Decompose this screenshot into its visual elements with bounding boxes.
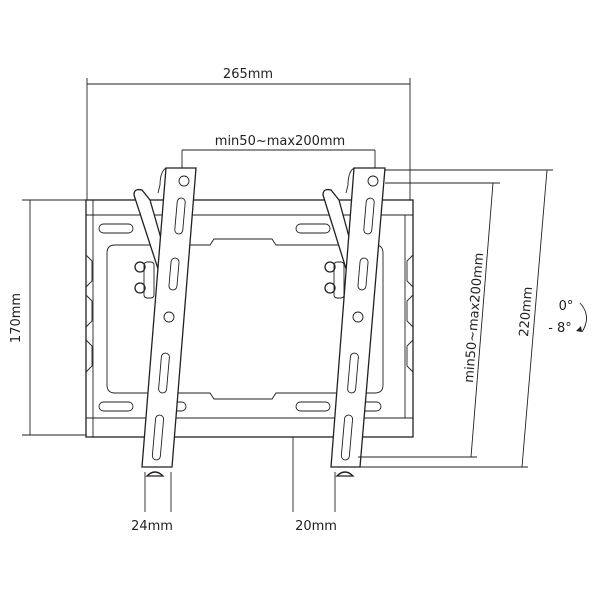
overall-width-label: 265mm [223, 67, 273, 82]
tilt-min-label: - 8° [548, 321, 572, 336]
left-tv-bracket [133, 167, 197, 477]
vesa-vertical-label: min50~max200mm [462, 252, 487, 383]
plate-height-label: 170mm [9, 293, 24, 343]
overall-height-label: 220mm [517, 286, 536, 337]
bracket-depth-label: 24mm [131, 519, 173, 534]
tilt-max-label: 0° [559, 299, 574, 314]
dimension-lines [22, 78, 587, 512]
wall-gap-label: 20mm [295, 519, 337, 534]
vesa-horizontal-label: min50~max200mm [215, 134, 345, 149]
